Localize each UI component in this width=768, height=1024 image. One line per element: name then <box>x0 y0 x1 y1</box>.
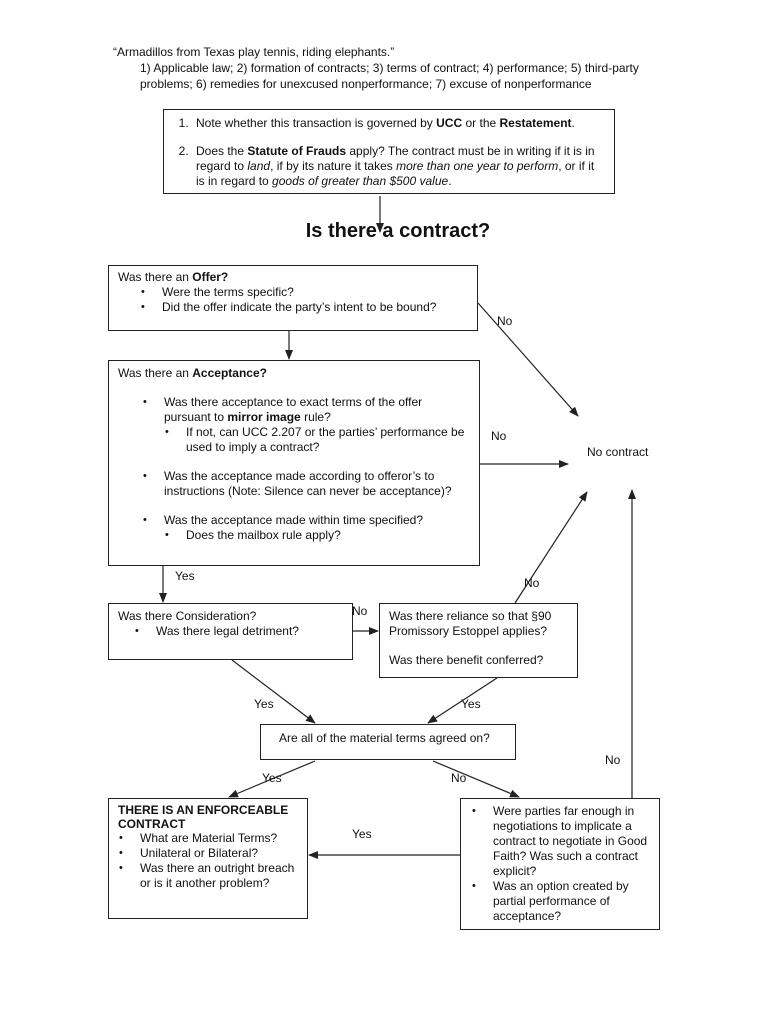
negotiation-questions: Were parties far enough in negotiations … <box>469 804 649 924</box>
arrow-material-no-to-negotiation <box>432 760 520 798</box>
label-offer-no: No <box>497 314 513 328</box>
label-reliance-yes: Yes <box>461 697 481 711</box>
reliance-benefit-conferred: Was there benefit conferred? <box>389 653 544 667</box>
offer-question-specific: Were the terms specific? <box>141 285 477 300</box>
mnemonic-header: “Armadillos from Texas play tennis, ridi… <box>113 44 673 92</box>
consideration-box: Was there Consideration? Was there legal… <box>108 603 353 660</box>
acceptance-heading: Was there an Acceptance? <box>118 366 267 380</box>
note-governing-law: Note whether this transaction is governe… <box>192 116 606 131</box>
arrow-reliance-yes-to-material <box>427 677 498 724</box>
arrow-offer-no-to-no-contract <box>477 302 579 417</box>
label-reliance-no: No <box>524 576 540 590</box>
enforceable-question-unilateral: Unilateral or Bilateral? <box>119 846 303 861</box>
acceptance-question-mailbox: Does the mailbox rule apply? <box>165 528 467 543</box>
offer-questions: Were the terms specific? Did the offer i… <box>118 285 477 315</box>
consideration-question-detriment: Was there legal detriment? <box>135 624 352 639</box>
label-acceptance-yes: Yes <box>175 569 195 583</box>
acceptance-question-instructions: Was the acceptance made according to off… <box>143 469 467 499</box>
arrow-consideration-yes-to-material <box>231 659 316 724</box>
enforceable-contract-box: THERE IS AN ENFORCEABLE CONTRACT What ar… <box>108 798 308 919</box>
negotiation-question-good-faith: Were parties far enough in negotiations … <box>472 804 649 879</box>
mnemonic-topic-list: 1) Applicable law; 2) formation of contr… <box>140 61 639 91</box>
label-consideration-yes: Yes <box>254 697 274 711</box>
no-contract-label: No contract <box>587 445 649 459</box>
arrow-material-yes-to-enforceable <box>228 760 316 798</box>
acceptance-question-time: Was the acceptance made within time spec… <box>143 513 467 543</box>
arrow-reliance-no-to-no-contract <box>514 491 588 604</box>
acceptance-subquestions: If not, can UCC 2.207 or the parties’ pe… <box>164 425 467 455</box>
reliance-promissory-estoppel: Was there reliance so that §90 Promissor… <box>389 609 552 638</box>
negotiation-question-option: Was an option created by partial perform… <box>472 879 649 924</box>
consideration-heading: Was there Consideration? <box>118 609 257 623</box>
preliminary-notes-box: Note whether this transaction is governe… <box>163 109 615 194</box>
offer-question-intent: Did the offer indicate the party’s inten… <box>141 300 477 315</box>
enforceable-question-material-terms: What are Material Terms? <box>119 831 303 846</box>
note-statute-of-frauds: Does the Statute of Frauds apply? The co… <box>192 144 606 189</box>
label-negotiation-no: No <box>605 753 621 767</box>
label-material-yes: Yes <box>262 771 282 785</box>
label-negotiation-yes: Yes <box>352 827 372 841</box>
enforceable-question-breach: Was there an outright breach or is it an… <box>119 861 303 891</box>
offer-heading: Was there an Offer? <box>118 270 229 284</box>
offer-box: Was there an Offer? Were the terms speci… <box>108 265 478 331</box>
consideration-questions: Was there legal detriment? <box>118 624 352 639</box>
enforceable-contract-questions: What are Material Terms? Unilateral or B… <box>118 831 303 891</box>
acceptance-time-subquestions: Does the mailbox rule apply? <box>164 528 467 543</box>
acceptance-questions: Was there acceptance to exact terms of t… <box>118 395 467 543</box>
reliance-box: Was there reliance so that §90 Promissor… <box>379 603 578 678</box>
label-material-no: No <box>451 771 467 785</box>
material-terms-question: Are all of the material terms agreed on? <box>279 731 490 745</box>
acceptance-box: Was there an Acceptance? Was there accep… <box>108 360 480 566</box>
acceptance-question-ucc: If not, can UCC 2.207 or the parties’ pe… <box>165 425 467 455</box>
label-consideration-no: No <box>352 604 368 618</box>
enforceable-contract-heading: THERE IS AN ENFORCEABLE CONTRACT <box>118 803 289 831</box>
negotiation-box: Were parties far enough in negotiations … <box>460 798 660 930</box>
preliminary-notes-list: Note whether this transaction is governe… <box>164 116 606 189</box>
page-title: Is there a contract? <box>305 220 491 242</box>
label-acceptance-no: No <box>491 429 507 443</box>
acceptance-question-mirror-image: Was there acceptance to exact terms of t… <box>143 395 467 455</box>
material-terms-box: Are all of the material terms agreed on? <box>260 724 516 760</box>
mnemonic-quote: “Armadillos from Texas play tennis, ridi… <box>113 45 395 59</box>
